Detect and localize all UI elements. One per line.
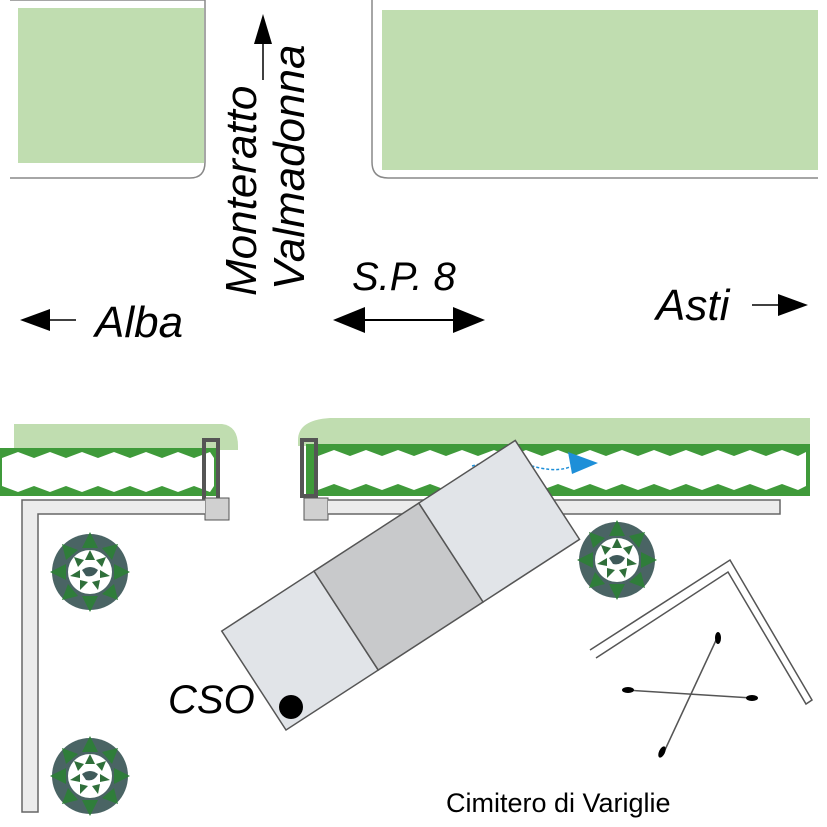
cemetery-label: Cimitero di Variglie bbox=[446, 788, 671, 818]
cso-point-icon bbox=[279, 695, 303, 719]
grass-block-ne bbox=[371, 0, 818, 179]
channel-left bbox=[0, 424, 238, 521]
cemetery-building bbox=[220, 439, 581, 732]
cross-icon bbox=[622, 632, 758, 758]
boundary-wall-west bbox=[21, 499, 205, 813]
tree-icon bbox=[50, 736, 130, 816]
arrow-north-icon bbox=[254, 14, 272, 80]
arrow-west-icon bbox=[20, 309, 76, 331]
road-label-sp8: S.P. 8 bbox=[352, 255, 457, 299]
road-label-valmadonna: Valmadonna bbox=[265, 45, 314, 290]
direction-label-alba: Alba bbox=[92, 298, 183, 347]
cso-label: CSO bbox=[168, 678, 255, 722]
arrow-bidirectional-icon bbox=[333, 307, 485, 333]
direction-label-asti: Asti bbox=[653, 281, 731, 330]
arrow-east-icon bbox=[752, 294, 808, 316]
tree-icon bbox=[577, 520, 657, 600]
grass-block-nw bbox=[10, 0, 206, 179]
channel-right bbox=[298, 418, 810, 521]
road-label-monteratto: Monteratto bbox=[217, 86, 266, 296]
cemetery-fence bbox=[589, 558, 814, 706]
tree-icon bbox=[50, 532, 130, 612]
